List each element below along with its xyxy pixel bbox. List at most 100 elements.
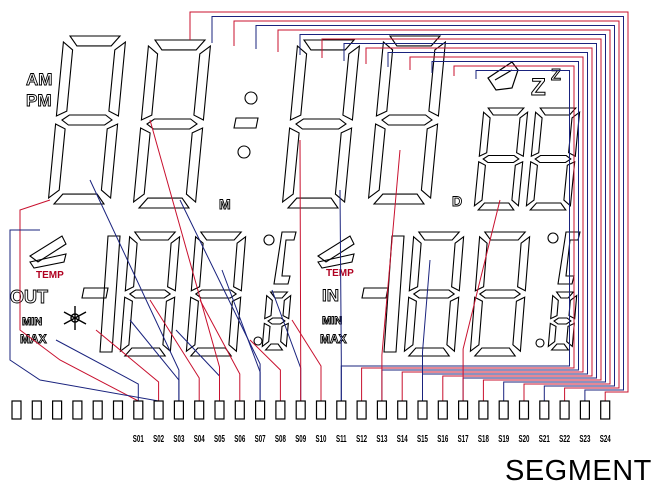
trace-diagonal xyxy=(179,199,261,401)
outdoor-digit-2-seg-g xyxy=(194,289,238,299)
segment-label: S18 xyxy=(478,432,489,444)
pin-13 xyxy=(255,400,266,420)
segment-label: S19 xyxy=(498,432,509,444)
indoor-digit-1-seg-f xyxy=(408,235,422,292)
segment-label: S01 xyxy=(133,432,144,444)
pin-24 xyxy=(478,400,489,420)
segment-label: S24 xyxy=(600,432,611,444)
trace-inner xyxy=(175,329,220,401)
pin-4 xyxy=(72,400,83,420)
outdoor-digit-1-seg-b xyxy=(167,235,181,292)
time-digit-2-seg-c xyxy=(185,127,204,204)
outdoor-digit-1-seg-g xyxy=(128,289,172,299)
time-digit-4 xyxy=(367,35,447,205)
date-digit-1-seg-e xyxy=(473,160,486,207)
segment-label: S04 xyxy=(194,432,205,444)
alarm-bell-icon xyxy=(487,61,519,91)
outdoor-decimal-digit-seg-e xyxy=(261,322,271,348)
trace-outer xyxy=(299,34,606,401)
pin-10 xyxy=(194,400,205,420)
date-digit-1 xyxy=(473,107,529,211)
out-label: OUT xyxy=(10,287,48,307)
trace-inner xyxy=(149,299,200,401)
pin-20 xyxy=(397,400,408,420)
segment-label: S16 xyxy=(437,432,448,444)
thermometer-icon-right xyxy=(317,235,355,269)
thermometer-icon-left xyxy=(29,235,67,269)
time-digit-3 xyxy=(281,39,361,209)
segment-label: S07 xyxy=(255,432,266,444)
outdoor-digit-2-seg-c xyxy=(228,296,242,353)
outdoor-digit-2-seg-a xyxy=(199,231,243,241)
snooze-z-small: Z xyxy=(551,67,561,84)
date-digit-1-seg-b xyxy=(516,111,529,158)
segment-label: S22 xyxy=(559,432,570,444)
pm-label: PM xyxy=(26,91,52,110)
pin-6 xyxy=(112,400,124,420)
trace-diagonal xyxy=(381,149,401,401)
time-digit-1-seg-g xyxy=(61,114,113,126)
decimal-point-icon xyxy=(253,336,545,348)
trace-outer xyxy=(321,38,602,401)
time-digit-1-seg-d xyxy=(52,193,106,205)
indoor-digit-1-seg-b xyxy=(451,235,465,292)
indoor-digit-1-seg-c xyxy=(446,296,460,353)
pin-5 xyxy=(92,400,103,420)
indoor-digit-1-seg-d xyxy=(407,347,451,357)
pin-1 xyxy=(11,400,22,420)
time-digit-4-seg-e xyxy=(367,123,386,200)
segment-label: S08 xyxy=(275,432,286,444)
trace-outer xyxy=(277,29,611,401)
time-digit-3-seg-c xyxy=(334,127,353,204)
outdoor-digit-2-seg-e xyxy=(185,296,199,353)
indoor-digit-2-seg-g xyxy=(478,289,522,299)
time-digit-4-seg-b xyxy=(428,40,447,117)
pin-17 xyxy=(336,400,347,420)
pin-21 xyxy=(417,400,428,420)
time-digit-4-seg-g xyxy=(381,114,433,126)
time-digit-3-seg-d xyxy=(286,197,340,209)
pin-16 xyxy=(315,400,327,420)
snooze-icon: Z Z xyxy=(531,67,562,102)
outdoor-digit-1 xyxy=(119,231,181,357)
indoor-digit-2-seg-e xyxy=(469,296,483,353)
time-digit-1-seg-f xyxy=(55,40,74,117)
outdoor-digit-1-seg-f xyxy=(124,235,138,292)
time-digit-2-seg-g xyxy=(146,118,198,130)
indoor-digit-1 xyxy=(403,231,465,357)
time-digit-2-seg-f xyxy=(140,44,159,121)
time-digit-1-seg-b xyxy=(108,40,127,117)
segment-caption: SEGMENT xyxy=(505,455,652,487)
indoor-digit-one xyxy=(383,235,405,353)
trace-outer xyxy=(211,16,624,401)
segment-label: S13 xyxy=(376,432,387,444)
trace-inner xyxy=(249,339,281,401)
min-label-left: MIN xyxy=(22,316,42,328)
max-label-right: MAX xyxy=(320,332,347,346)
date-digits xyxy=(473,107,581,211)
trace-inner xyxy=(55,339,139,401)
time-digit-4-seg-a xyxy=(388,35,442,47)
outdoor-digit-2 xyxy=(185,231,247,357)
time-digit-3-seg-b xyxy=(342,44,361,121)
time-digit-3-seg-f xyxy=(289,44,308,121)
minus-sign-icon xyxy=(81,287,389,299)
indoor-digit-2-seg-a xyxy=(483,231,527,241)
time-digit-1-seg-c xyxy=(100,123,119,200)
day-marker: D xyxy=(452,193,462,209)
trace-outer xyxy=(255,25,615,401)
date-digit-2-seg-f xyxy=(530,111,543,158)
segment-label: S15 xyxy=(417,432,428,444)
segment-label: S10 xyxy=(315,432,326,444)
segment-label: S11 xyxy=(336,432,347,444)
max-label-left: MAX xyxy=(20,332,47,346)
indoor-decimal-digit-seg-f xyxy=(550,294,559,320)
trace-diagonal xyxy=(89,179,180,401)
segment-label: S14 xyxy=(397,432,408,444)
trace-outer xyxy=(189,11,629,401)
pin-14 xyxy=(275,400,286,420)
indoor-digit-2-seg-b xyxy=(517,235,531,292)
indoor-decimal-digit-seg-a xyxy=(555,291,575,299)
